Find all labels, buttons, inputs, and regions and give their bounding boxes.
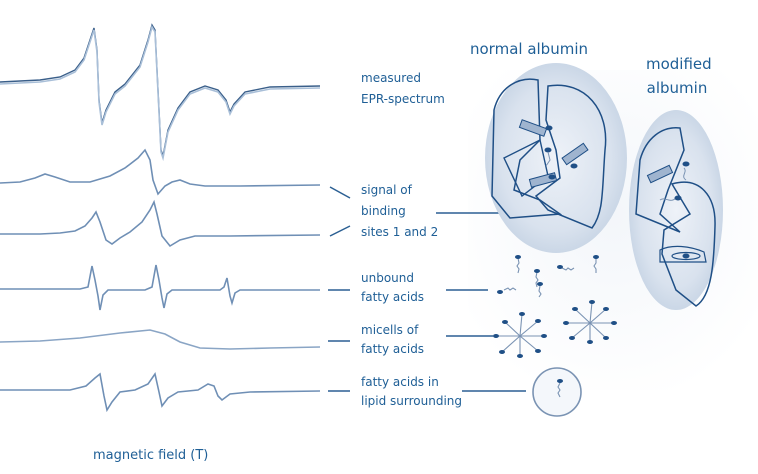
unbound-label-line2: fatty acids xyxy=(361,290,425,304)
lipid-surrounding-trace xyxy=(0,372,321,413)
normal-albumin-illustration xyxy=(485,63,627,253)
modified-albumin-title-line2: albumin xyxy=(646,79,708,97)
x-axis-label: magnetic field (T) xyxy=(93,448,209,463)
binding-site-2-trace xyxy=(0,199,321,248)
micelle-right xyxy=(563,300,617,344)
binding-label-line2: binding xyxy=(361,204,406,218)
micelles-trace xyxy=(0,329,321,350)
unbound-fatty-acids-illustration xyxy=(497,255,599,298)
lipid-label-line1: fatty acids in xyxy=(361,375,439,389)
measured-label-line2: EPR-spectrum xyxy=(361,92,445,106)
normal-albumin-title: normal albumin xyxy=(470,40,589,58)
modified-albumin-illustration xyxy=(629,110,723,310)
measured-label-line1: measured xyxy=(361,71,421,85)
measured-spectrum-fit xyxy=(0,24,321,162)
binding-label-line3: sites 1 and 2 xyxy=(361,225,439,239)
binding-bracket-top xyxy=(329,186,351,199)
modified-albumin-title-line1: modified xyxy=(646,55,712,73)
micelle-left xyxy=(493,312,547,358)
micelles-label-line2: fatty acids xyxy=(361,342,425,356)
lipid-label-line2: lipid surrounding xyxy=(361,394,463,408)
binding-label-line1: signal of xyxy=(361,183,412,197)
binding-site-1-trace xyxy=(0,148,321,196)
lipid-vesicle-illustration xyxy=(532,367,582,417)
binding-bracket-bottom xyxy=(329,225,351,237)
micelles-label-line1: micells of xyxy=(361,323,419,337)
unbound-label-line1: unbound xyxy=(361,271,414,285)
unbound-fatty-acids-trace xyxy=(0,264,320,311)
